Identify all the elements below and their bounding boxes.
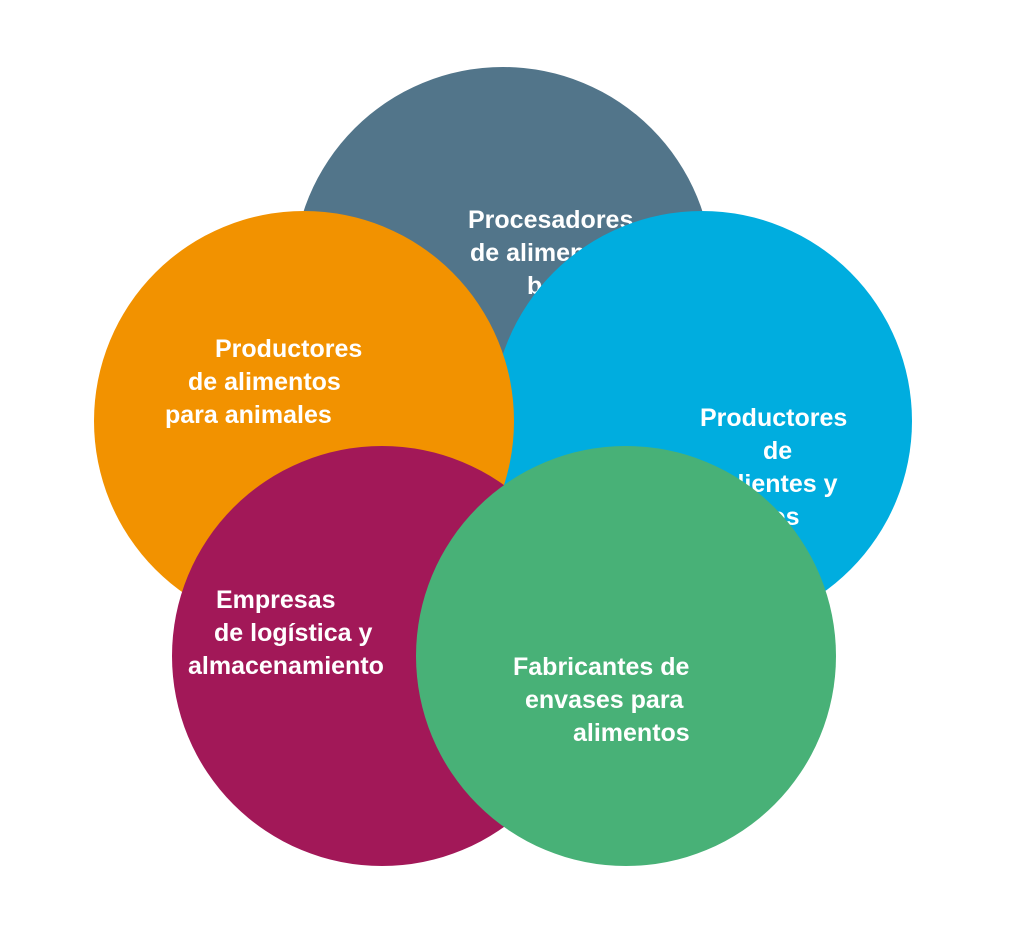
label-line: Empresas	[216, 586, 336, 614]
label-line: alimentos	[573, 719, 690, 747]
label-line: Procesadores	[468, 206, 633, 234]
label-line: Fabricantes de	[513, 653, 690, 681]
circle-envases-label: Fabricantes de envases para alimentos	[513, 653, 696, 747]
label-line: Productores	[215, 335, 362, 363]
circle-animales-label: Productores de alimentos para animales	[165, 335, 369, 429]
label-line: de logística y	[214, 619, 372, 647]
label-line: para animales	[165, 401, 332, 429]
label-line: almacenamiento	[188, 652, 384, 680]
circle-envases-shape	[416, 446, 836, 866]
label-line: de alimentos	[188, 368, 341, 396]
label-line: de	[763, 437, 792, 465]
label-line: envases para	[525, 686, 685, 714]
circle-envases: Fabricantes de envases para alimentos	[416, 446, 836, 866]
label-line: Productores	[700, 404, 847, 432]
circle-logistica-label: Empresas de logística y almacenamiento	[188, 586, 384, 680]
